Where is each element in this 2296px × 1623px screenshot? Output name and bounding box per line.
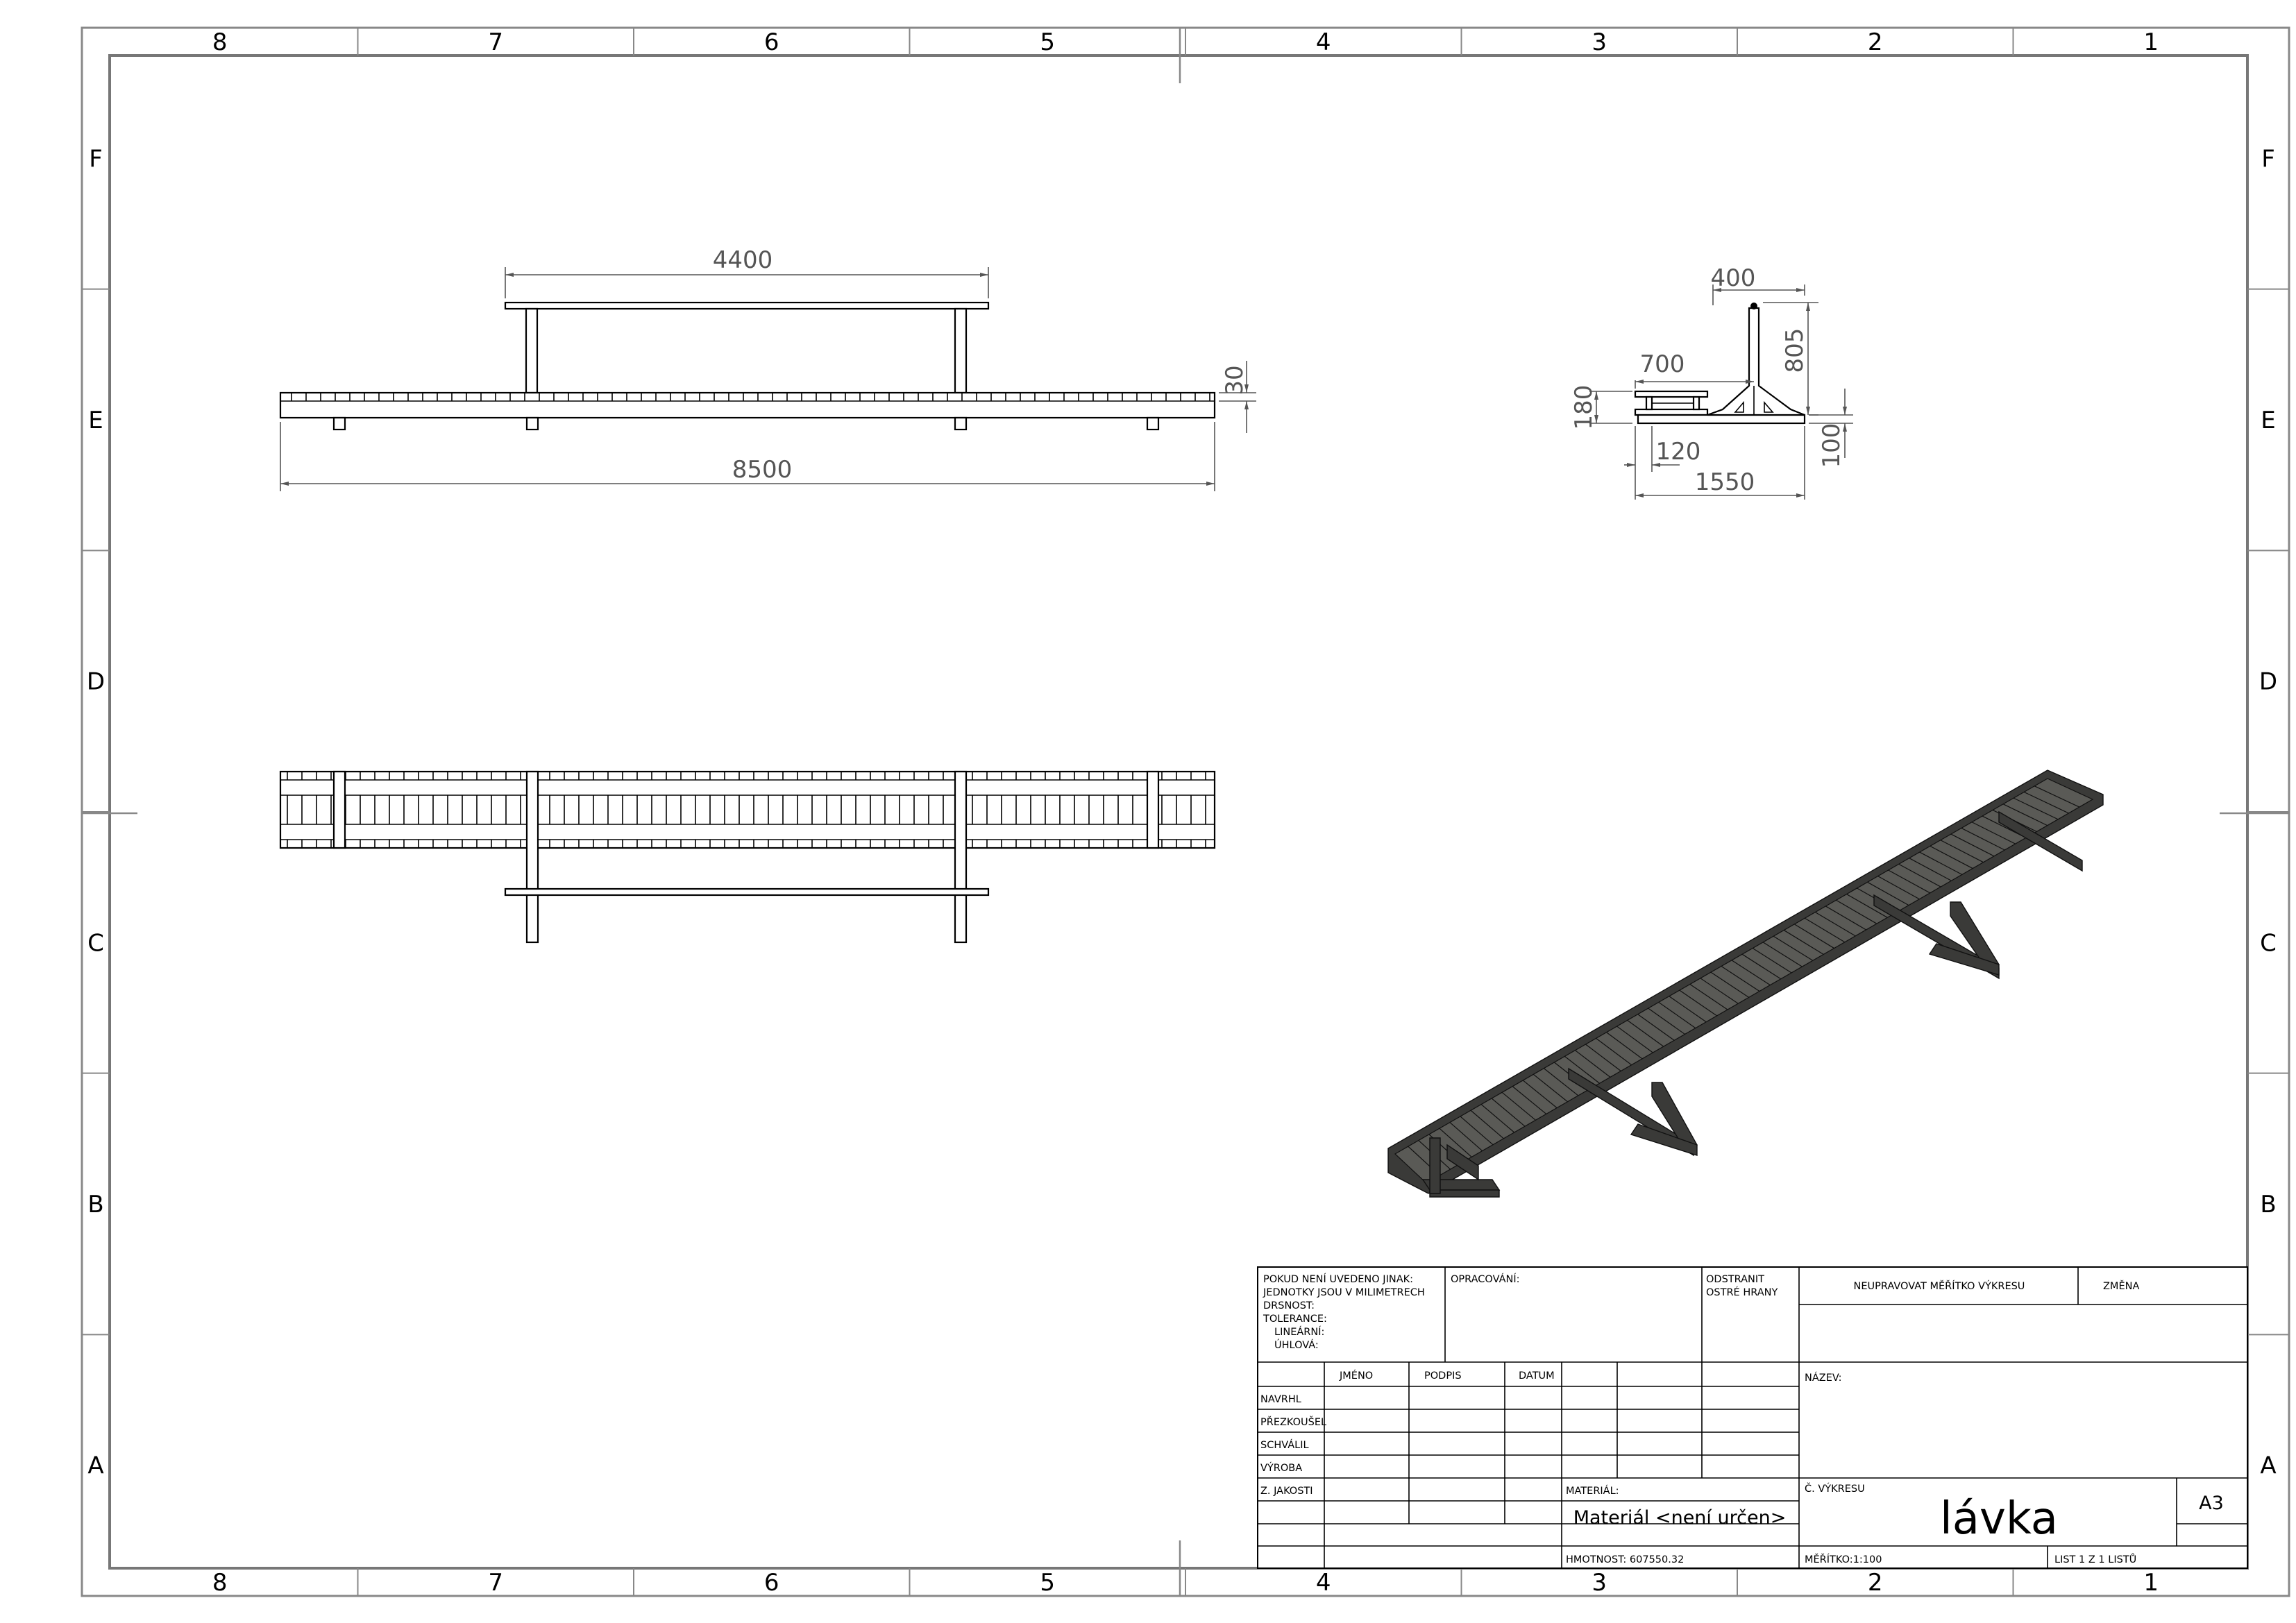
tb-col-signature: PODPIS [1424,1370,1462,1382]
zone-row-label: C [2260,929,2277,957]
side-view: 400 700 805 180 120 1550 100 [1570,264,1853,500]
zone-column-label: 8 [212,1569,228,1597]
zone-row-label: E [88,407,103,434]
tb-notes-2: JEDNOTKY JSOU V MILIMETRECH [1263,1287,1425,1298]
tb-no-scale: NEUPRAVOVAT MĚŘÍTKO VÝKRESU [1854,1280,2025,1292]
zone-row-label: C [87,929,104,957]
dimension-8500-label: 8500 [732,456,793,484]
zone-column-label: 4 [1316,28,1331,56]
zone-row-label: D [87,668,105,696]
dimension-8500: 8500 [280,422,1215,491]
zone-column-label: 5 [1040,28,1055,56]
zone-column-label: 8 [212,28,228,56]
tb-sheet-count: LIST 1 Z 1 LISTŮ [2054,1553,2136,1565]
tb-row-manufacturing: VÝROBA [1260,1462,1302,1474]
dimension-4400: 4400 [505,246,989,298]
zone-row-label: E [2261,407,2275,434]
zone-row-label: A [2260,1452,2276,1480]
zone-column-label: 7 [488,28,503,56]
zone-ticks [82,28,2289,1596]
zone-row-label: F [89,145,103,173]
zone-row-label: B [2260,1191,2276,1218]
tb-material-label: MATERIÁL: [1566,1485,1619,1497]
tb-row-approved: SCHVÁLIL [1260,1439,1309,1451]
dimension-30-label: 30 [1221,365,1249,395]
tb-notes-5: LINEÁRNÍ: [1274,1326,1324,1338]
zone-row-label: A [87,1452,103,1480]
zone-column-label: 3 [1592,28,1607,56]
zone-column-label: 4 [1316,1569,1331,1597]
tb-row-designed: NAVRHL [1260,1394,1301,1405]
tb-sheet-size: A3 [2199,1493,2224,1514]
tb-notes-6: ÚHLOVÁ: [1274,1339,1319,1351]
tb-row-quality: Z. JAKOSTI [1260,1486,1313,1497]
zone-row-label: F [2261,145,2275,173]
tb-row-checked: PŘEZKOUŠEL [1260,1416,1326,1428]
tb-notes-1: POKUD NENÍ UVEDENO JINAK: [1263,1273,1413,1285]
tb-scale: MĚŘÍTKO:1:100 [1805,1554,1882,1565]
zone-column-label: 1 [2143,28,2159,56]
dimension-400-label: 400 [1711,264,1756,292]
dimension-30: 30 [1219,361,1256,433]
dimension-1550-label: 1550 [1695,468,1755,496]
dimension-805-label: 805 [1781,328,1809,373]
zone-column-label: 6 [764,1569,779,1597]
zone-column-label: 2 [1868,1569,1883,1597]
tb-col-name: JMÉNO [1339,1370,1373,1382]
tb-title-label: NÁZEV: [1805,1372,1841,1384]
zone-column-label: 6 [764,28,779,56]
zone-row-label: B [87,1191,103,1218]
tb-deburr-2: OSTRÉ HRANY [1706,1286,1778,1298]
tb-drawing-name: lávka [1940,1493,2058,1545]
tb-notes-4: TOLERANCE: [1263,1314,1327,1325]
tb-col-date: DATUM [1519,1370,1555,1382]
tb-weight: HMOTNOST: 607550.32 [1566,1554,1684,1565]
title-block: POKUD NENÍ UVEDENO JINAK: JEDNOTKY JSOU … [1257,1266,2248,1569]
dimension-700-label: 700 [1640,350,1685,378]
tb-material-value: Materiál <není určen> [1573,1507,1787,1529]
tb-deburr-1: ODSTRANIT [1706,1274,1764,1285]
front-view: 4400 8500 30 [279,246,1256,491]
isometric-view [1387,770,2104,1198]
zone-row-label: D [2259,668,2277,696]
tb-drawing-number-label: Č. VÝKRESU [1805,1482,1865,1495]
tb-revision: ZMĚNA [2103,1280,2139,1292]
zone-column-label: 1 [2143,1569,2159,1597]
top-view [279,770,1216,944]
tb-finish: OPRACOVÁNÍ: [1451,1273,1520,1285]
dimension-100-label: 100 [1818,423,1846,468]
tb-notes-3: DRSNOST: [1263,1300,1315,1311]
dimension-4400-label: 4400 [713,246,773,274]
zone-column-label: 3 [1592,1569,1607,1597]
dimension-120-label: 120 [1656,438,1701,466]
zone-column-label: 2 [1868,28,1883,56]
dimension-180-label: 180 [1570,385,1598,430]
zone-column-label: 5 [1040,1569,1055,1597]
zone-column-label: 7 [488,1569,503,1597]
